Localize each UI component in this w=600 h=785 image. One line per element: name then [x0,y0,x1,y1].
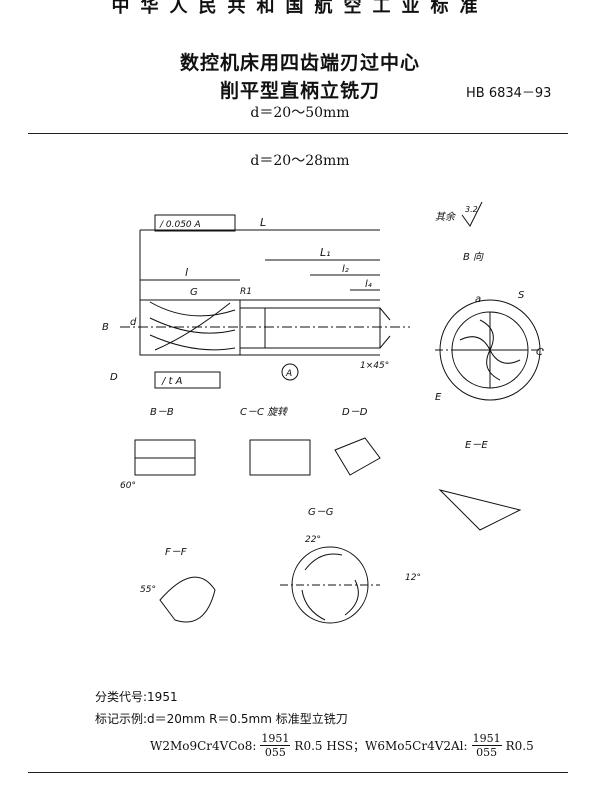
material-1: W2Mo9Cr4VCo8: [150,738,257,753]
material-2: R0.5 HSS；W6Mo5Cr4V2Al: [294,739,468,753]
label-G: G [190,287,198,298]
label-L1: L₁ [320,246,331,259]
classification-code: 分类代号:1951 [95,690,178,704]
svg-text:C－C 旋转: C－C 旋转 [240,406,289,418]
label-a: a [475,294,481,305]
section-f-f: F－F 55° [140,547,216,623]
section-size-range: d＝20～28mm [250,153,350,169]
label-B: B [102,322,109,333]
label-d: d [130,317,137,328]
section-d-d: D－D [334,407,381,476]
label-l4: l₄ [365,279,372,290]
tolerance-frame: / 0.050 A [159,220,201,230]
label-D: D [110,372,118,383]
runout-frame: / t A [161,376,183,387]
label-S: S [518,290,525,301]
roughness-value: 3.2 [465,205,478,214]
datum-a: A [285,369,292,379]
svg-text:F－F: F－F [165,547,187,558]
svg-text:60°: 60° [120,481,136,491]
svg-text:B－B: B－B [150,407,174,418]
view-b-label: B 向 [463,251,484,263]
section-e-e: E－E [438,440,522,531]
title-line-2: 削平型直柄立铣刀 [219,80,380,102]
end-view [435,299,545,401]
title-line-1: 数控机床用四齿端刃过中心 [179,52,420,74]
label-R1: R1 [240,287,252,297]
label-E: E [435,392,442,403]
label-C: C [536,347,543,358]
svg-text:E－E: E－E [465,440,488,451]
footer-divider [28,772,568,773]
diameter-range: d＝20～50mm [250,105,350,121]
section-b-b: B－B 60° [120,407,196,491]
issuing-organization: 中华人民共和国航空工业标准 [111,0,489,17]
technical-drawing: L L₁ l l₂ l₄ / 0.050 A / t A A B D G d R… [102,201,545,624]
label-l2: l₂ [342,264,349,275]
svg-text:55°: 55° [140,585,156,595]
radius-tail: R0.5 [505,738,534,753]
svg-text:22°: 22° [305,535,321,545]
label-L: L [260,216,266,229]
roughness-rest: 其余 [435,211,457,223]
svg-text:G－G: G－G [308,507,334,518]
end-mill-side-view [120,214,410,389]
label-chamfer: 1×45° [360,361,389,371]
label-l: l [185,266,188,279]
section-g-g: G－G 22° 12° [280,507,421,624]
section-c-c: C－C 旋转 [240,406,311,476]
marking-example: 标记示例:d＝20mm R＝0.5mm 标准型立铣刀 [95,712,348,726]
roughness-symbol [461,201,483,227]
standard-number: HB 6834－93 [466,86,552,101]
svg-text:D－D: D－D [342,407,368,418]
svg-text:12°: 12° [405,573,421,583]
header-divider [28,133,568,134]
